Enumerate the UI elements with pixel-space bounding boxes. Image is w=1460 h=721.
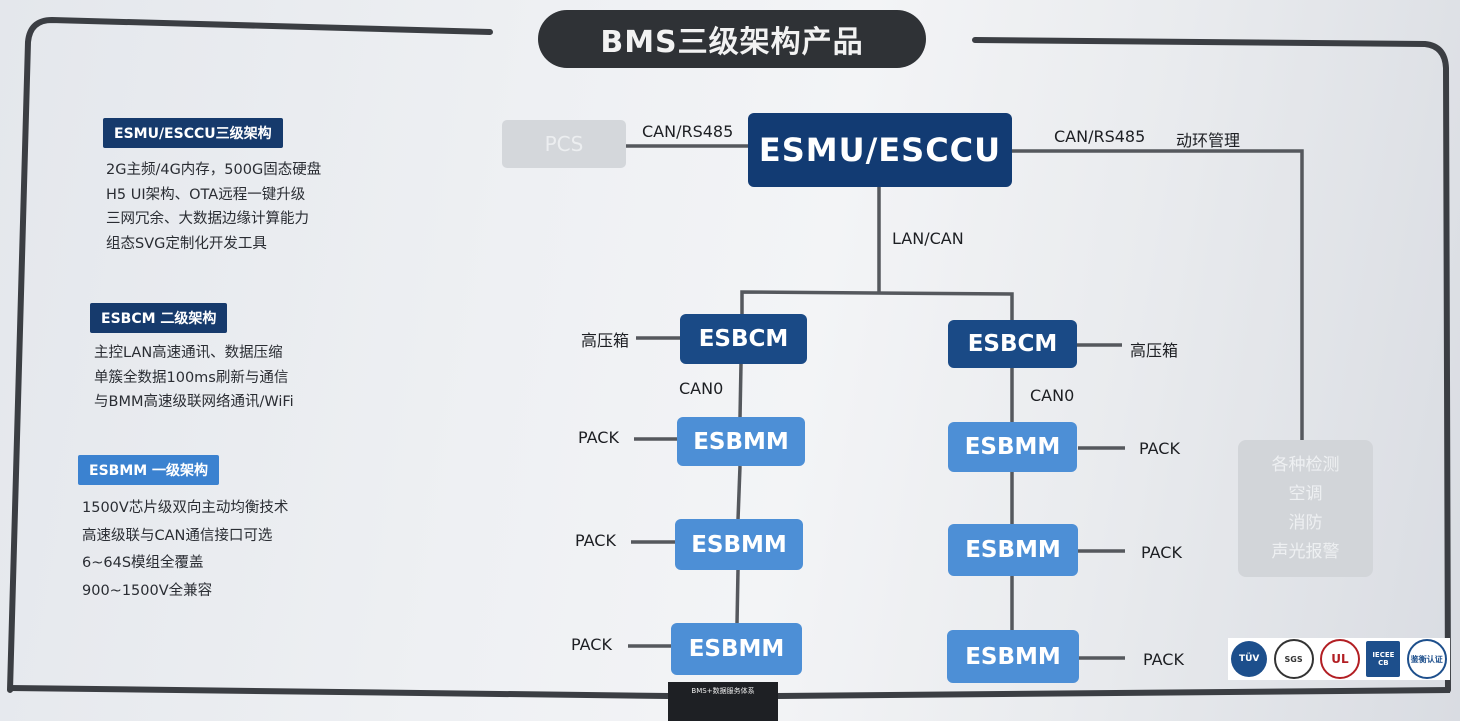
section-tag-esbcm: ESBCM 二级架构: [90, 303, 228, 333]
hv-box-label: 高压箱: [1130, 341, 1179, 360]
feature-item: 单簇全数据100ms刷新与通信: [94, 369, 289, 386]
feature-list-esbcm: 主控LAN高速通讯、数据压缩 单簇全数据100ms刷新与通信 与BMM高速级联网…: [94, 341, 294, 415]
bmm-node: ESBMM: [677, 417, 805, 466]
bmm-node: ESBMM: [948, 524, 1078, 576]
can0-label: CAN0: [679, 379, 724, 398]
pcs-link-label: CAN/RS485: [642, 122, 734, 141]
feature-item: 1500V芯片级双向主动均衡技术: [82, 500, 289, 516]
sgs-logo-icon: SGS: [1273, 639, 1314, 679]
hv-box-label: 高压箱: [581, 331, 630, 350]
pack-label: PACK: [578, 428, 619, 447]
feature-item: 900~1500V全兼容: [82, 582, 213, 599]
env-title: 动环管理: [1176, 131, 1241, 150]
env-node: 各种检测 空调 消防 声光报警: [1238, 440, 1373, 577]
feature-item: 组态SVG定制化开发工具: [106, 235, 267, 252]
feature-item: 6~64S模组全覆盖: [82, 555, 204, 571]
esmu-node: ESMU/ESCCU: [748, 113, 1012, 187]
feature-item: 2G主频/4G内存，500G固态硬盘: [106, 162, 322, 178]
tuv-logo-icon: TÜV: [1231, 641, 1268, 677]
iecee-logo-icon: IECEE CB: [1366, 641, 1401, 677]
feature-item: 高速级联与CAN通信接口可选: [82, 527, 273, 544]
env-item: 各种检测: [1271, 454, 1340, 475]
feature-item: H5 UI架构、OTA远程一键升级: [106, 186, 306, 203]
pack-label: PACK: [1141, 543, 1182, 562]
ul-logo-icon: UL: [1319, 639, 1360, 679]
env-link-label: CAN/RS485: [1054, 127, 1146, 146]
bmm-node: ESBMM: [671, 623, 802, 675]
feature-list-esbmm: 1500V芯片级双向主动均衡技术 高速级联与CAN通信接口可选 6~64S模组全…: [82, 495, 288, 605]
pcs-node: PCS: [502, 120, 626, 168]
page-title: BMS三级架构产品: [538, 10, 926, 68]
pack-label: PACK: [571, 635, 612, 654]
certification-logos: TÜV SGS UL IECEE CB 鉴衡认证: [1228, 638, 1450, 680]
bcm-node: ESBCM: [680, 314, 807, 364]
feature-item: 主控LAN高速通讯、数据压缩: [94, 345, 283, 361]
section-tag-esbmm: ESBMM 一级架构: [78, 455, 220, 485]
brochure-text: BMS+数据服务体系: [691, 687, 755, 695]
env-item: 消防: [1288, 512, 1323, 533]
section-tag-esmu: ESMU/ESCCU三级架构: [103, 118, 283, 148]
bmm-node: ESBMM: [947, 630, 1079, 683]
cgc-logo-icon: 鉴衡认证: [1406, 639, 1447, 679]
can0-label: CAN0: [1030, 386, 1075, 405]
pack-label: PACK: [575, 531, 616, 550]
feature-item: 与BMM高速级联网络通讯/WiFi: [94, 394, 294, 410]
brochure-thumbnail: BMS+数据服务体系: [668, 682, 778, 721]
pack-label: PACK: [1143, 650, 1184, 669]
feature-list-esmu: 2G主频/4G内存，500G固态硬盘 H5 UI架构、OTA远程一键升级 三网冗…: [106, 158, 321, 256]
bcm-node: ESBCM: [948, 320, 1077, 368]
bmm-node: ESBMM: [675, 519, 803, 570]
feature-item: 三网冗余、大数据边缘计算能力: [106, 211, 309, 227]
bmm-node: ESBMM: [948, 422, 1077, 472]
env-item: 声光报警: [1271, 541, 1340, 562]
down-link-label: LAN/CAN: [892, 229, 964, 248]
pack-label: PACK: [1139, 439, 1180, 458]
env-item: 空调: [1288, 483, 1323, 504]
